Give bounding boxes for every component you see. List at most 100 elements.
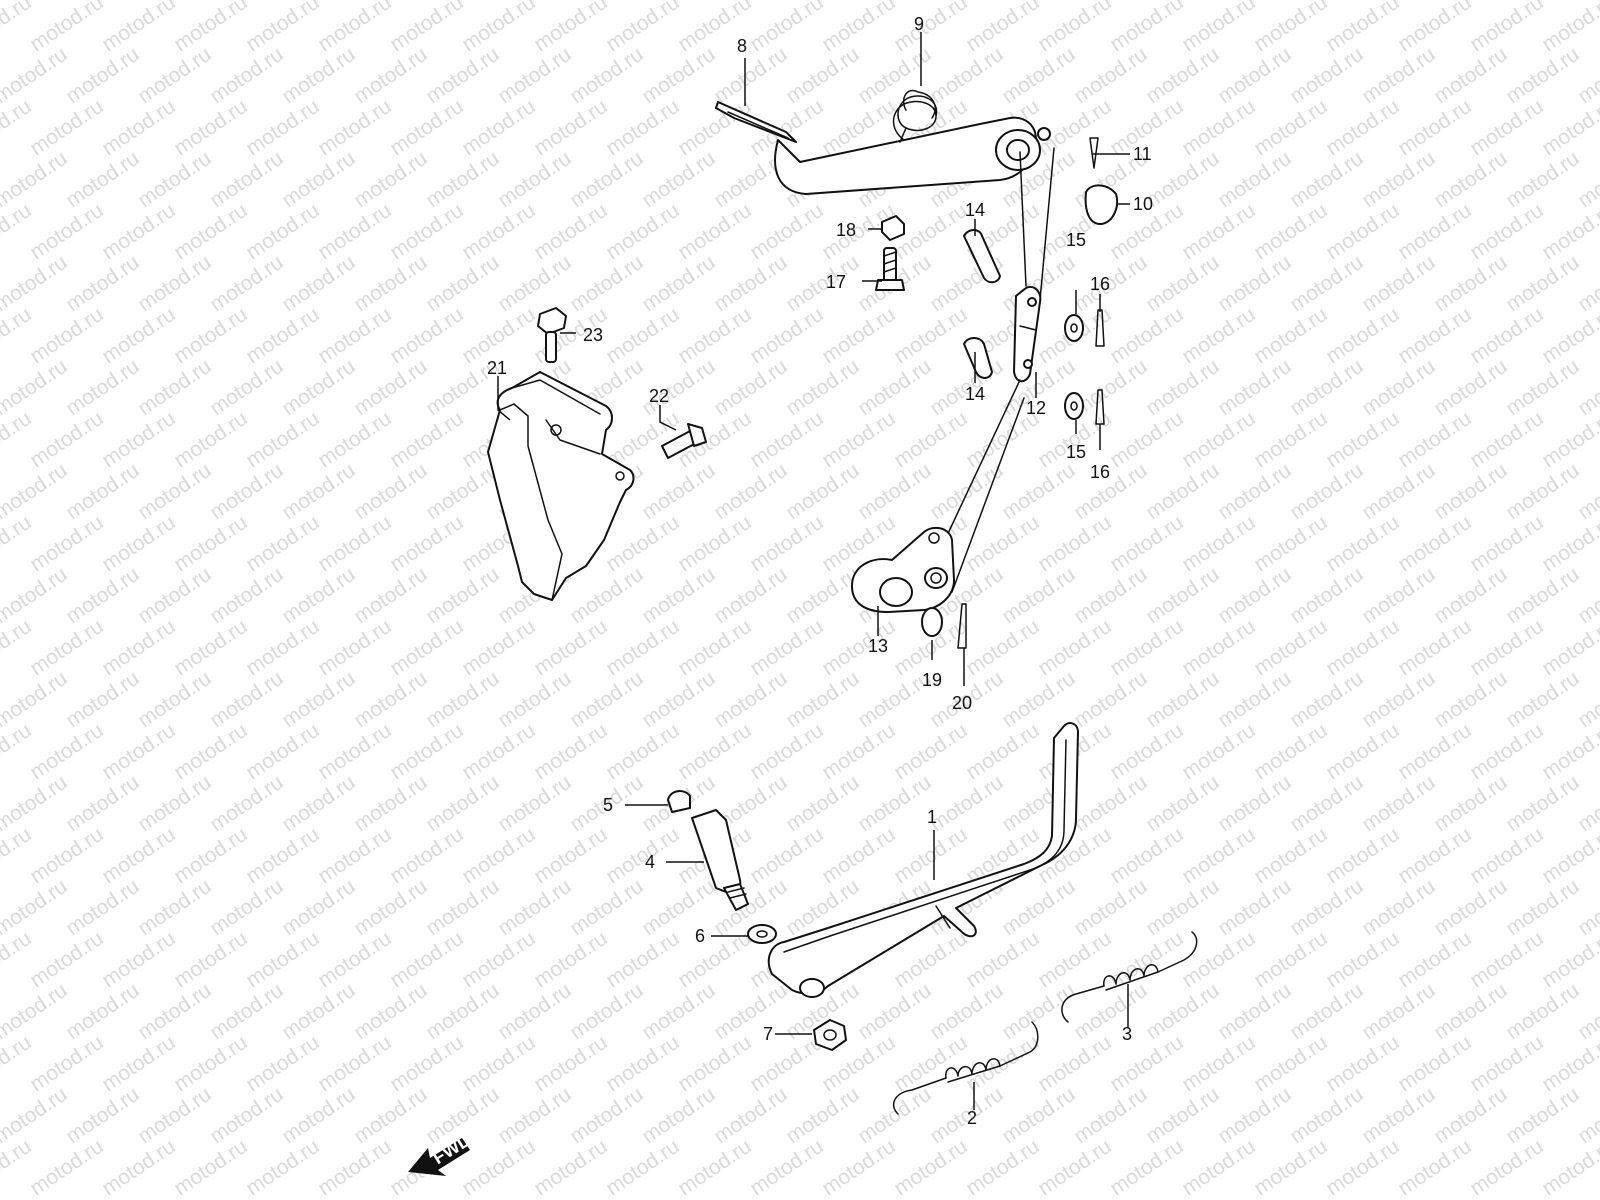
watermark-text: motod.ru	[314, 511, 396, 576]
watermark-text: motod.ru	[602, 719, 684, 784]
watermark-text: motod.ru	[1142, 355, 1224, 420]
watermark-text: motod.ru	[710, 251, 792, 316]
watermark-text: motod.ru	[566, 563, 648, 628]
watermark-text: motod.ru	[1106, 407, 1188, 472]
watermark-text: motod.ru	[926, 771, 1008, 836]
watermark-text: motod.ru	[1034, 1031, 1116, 1096]
watermark-text: motod.ru	[1214, 875, 1296, 940]
watermark-text: motod.ru	[1430, 875, 1512, 940]
watermark-text: motod.ru	[1106, 927, 1188, 992]
watermark-text: motod.ru	[1466, 511, 1548, 576]
watermark-text: motod.ru	[62, 563, 144, 628]
watermark-text: motod.ru	[674, 1031, 756, 1096]
watermark-text: motod.ru	[530, 1135, 612, 1200]
watermark-text: motod.ru	[26, 1135, 108, 1200]
watermark-text: motod.ru	[134, 771, 216, 836]
watermark-text: motod.ru	[602, 1031, 684, 1096]
side-stand-1	[767, 722, 1079, 998]
watermark-text: motod.ru	[206, 251, 288, 316]
watermark-text: motod.ru	[746, 719, 828, 784]
watermark-text: motod.ru	[818, 823, 900, 888]
watermark-text: motod.ru	[1106, 1031, 1188, 1096]
cotter-pin-11	[1089, 137, 1099, 169]
watermark-text: motod.ru	[1322, 199, 1404, 264]
watermark-text: motod.ru	[386, 511, 468, 576]
callout-13: 13	[868, 636, 888, 656]
watermark-text: motod.ru	[242, 927, 324, 992]
watermark-text: motod.ru	[1142, 667, 1224, 732]
watermark-text: motod.ru	[1070, 563, 1152, 628]
watermark-text: motod.ru	[1466, 823, 1548, 888]
watermark-text: motod.ru	[314, 95, 396, 160]
watermark-text: motod.ru	[998, 1083, 1080, 1148]
watermark-text: motod.ru	[566, 251, 648, 316]
watermark-text: motod.ru	[1430, 251, 1512, 316]
watermark-text: motod.ru	[926, 43, 1008, 108]
cap	[1084, 184, 1118, 225]
watermark-text: motod.ru	[818, 303, 900, 368]
watermark-text: motod.ru	[1574, 875, 1600, 940]
watermark-text: motod.ru	[386, 199, 468, 264]
watermark-text: motod.ru	[1574, 667, 1600, 732]
watermark-text: motod.ru	[1250, 1135, 1332, 1200]
watermark-text: motod.ru	[1466, 95, 1548, 160]
watermark-text: motod.ru	[674, 303, 756, 368]
watermark-text: motod.ru	[782, 771, 864, 836]
watermark-text: motod.ru	[1358, 251, 1440, 316]
watermark-text: motod.ru	[1070, 459, 1152, 524]
watermark-text: motod.ru	[242, 719, 324, 784]
watermark-text: motod.ru	[746, 823, 828, 888]
watermark-text: motod.ru	[962, 1135, 1044, 1200]
watermark-text: motod.ru	[98, 303, 180, 368]
watermark-text: motod.ru	[1178, 95, 1260, 160]
watermark-text: motod.ru	[242, 407, 324, 472]
watermark-text: motod.ru	[170, 95, 252, 160]
watermark-text: motod.ru	[674, 1135, 756, 1200]
watermark-text: motod.ru	[350, 979, 432, 1044]
watermark-text: motod.ru	[530, 823, 612, 888]
watermark-text: motod.ru	[566, 1083, 648, 1148]
callout-20: 20	[952, 693, 972, 713]
watermark-text: motod.ru	[26, 511, 108, 576]
watermark-text: motod.ru	[350, 1083, 432, 1148]
rod-joint-12	[1013, 286, 1042, 383]
watermark-text: motod.ru	[854, 43, 936, 108]
watermark-text: motod.ru	[638, 979, 720, 1044]
watermark-text: motod.ru	[314, 927, 396, 992]
callout-14-upper: 14	[965, 200, 985, 220]
watermark-text: motod.ru	[1466, 719, 1548, 784]
watermark-text: motod.ru	[170, 199, 252, 264]
watermark-text: motod.ru	[890, 823, 972, 888]
watermark-text: motod.ru	[278, 1083, 360, 1148]
watermark-text: motod.ru	[1250, 823, 1332, 888]
watermark-text: motod.ru	[530, 615, 612, 680]
watermark-text: motod.ru	[818, 1135, 900, 1200]
watermark-text: motod.ru	[1394, 1031, 1476, 1096]
watermark-text: motod.ru	[62, 667, 144, 732]
watermark-text: motod.ru	[1502, 355, 1584, 420]
watermark-text: motod.ru	[134, 979, 216, 1044]
watermark-text: motod.ru	[98, 927, 180, 992]
watermark-text: motod.ru	[1466, 927, 1548, 992]
pivot-bolt-4	[691, 809, 749, 911]
watermark-text: motod.ru	[1466, 303, 1548, 368]
watermark-text: motod.ru	[1466, 199, 1548, 264]
watermark-text: motod.ru	[746, 199, 828, 264]
callout-16-upper: 16	[1090, 274, 1110, 294]
watermark-text: motod.ru	[170, 1031, 252, 1096]
watermark-text: motod.ru	[494, 771, 576, 836]
watermark-text: motod.ru	[1250, 615, 1332, 680]
watermark-text: motod.ru	[602, 615, 684, 680]
watermark-text: motod.ru	[1286, 251, 1368, 316]
watermark-text: motod.ru	[1358, 875, 1440, 940]
watermark-text: motod.ru	[638, 459, 720, 524]
watermark-text: motod.ru	[674, 511, 756, 576]
watermark-text: motod.ru	[98, 407, 180, 472]
watermark-text: motod.ru	[1394, 95, 1476, 160]
watermark-text: motod.ru	[0, 0, 36, 56]
callout-16-lower: 16	[1090, 462, 1110, 482]
watermark-text: motod.ru	[386, 0, 468, 56]
watermark-text: motod.ru	[1322, 823, 1404, 888]
watermark-text: motod.ru	[962, 0, 1044, 56]
watermark-text: motod.ru	[1034, 0, 1116, 56]
